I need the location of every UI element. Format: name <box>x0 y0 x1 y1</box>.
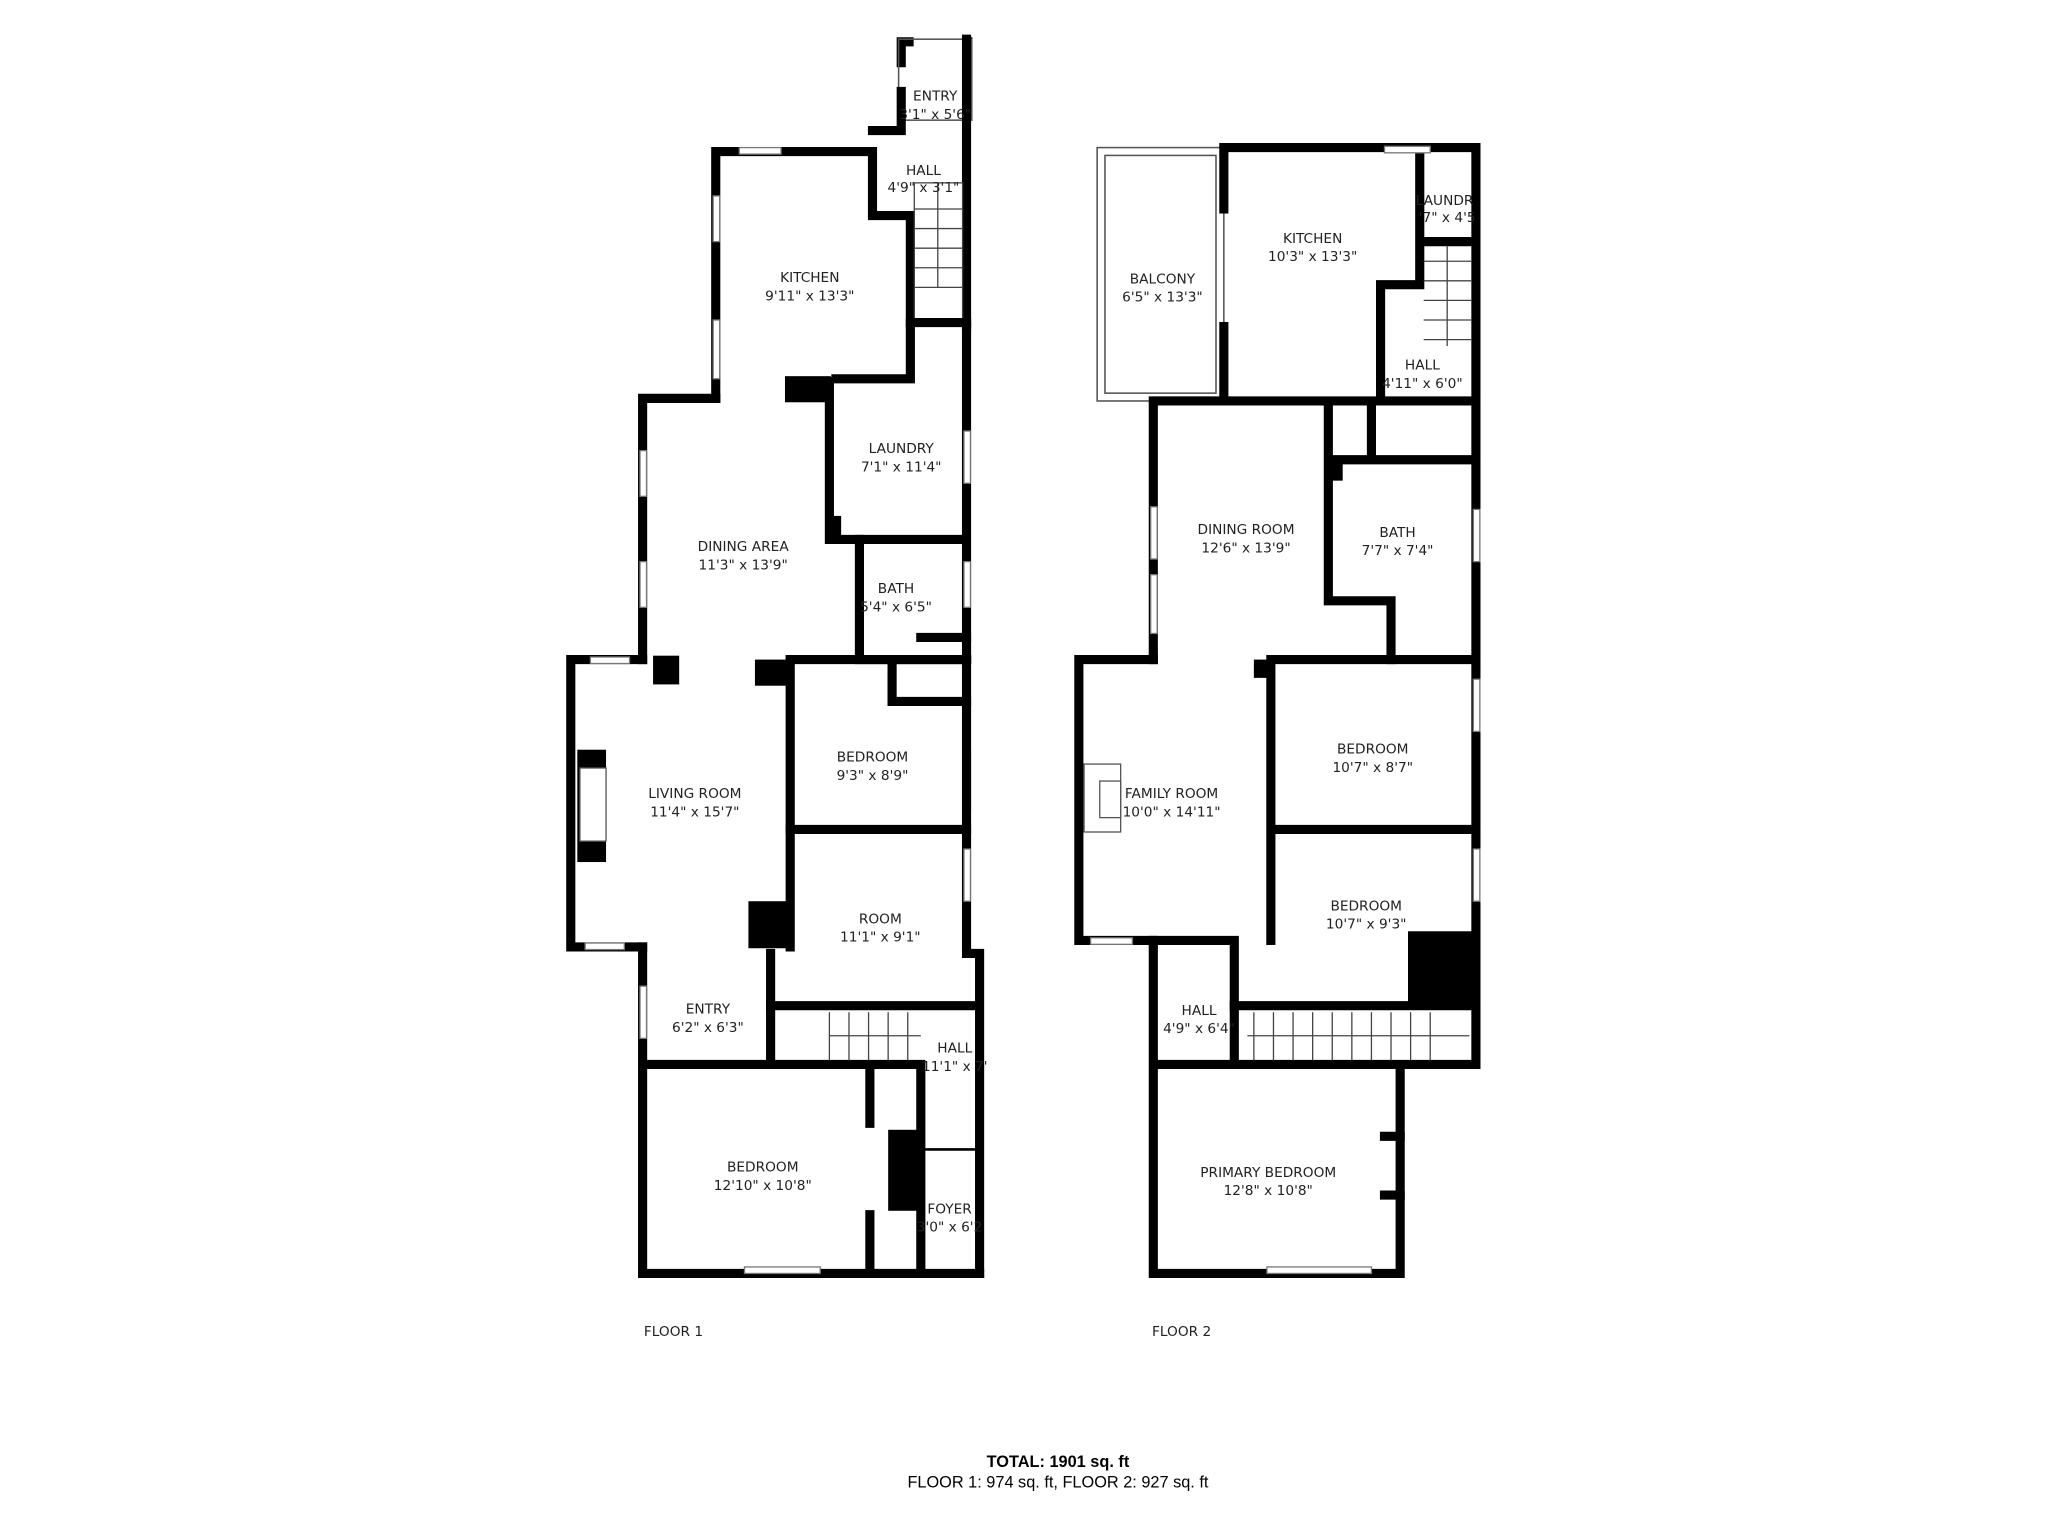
room-name: LAUNDR <box>1416 193 1474 209</box>
room-dims: 11'1" x 7' <box>922 1059 988 1075</box>
floor-1-plan <box>566 34 985 1279</box>
wall <box>867 34 972 332</box>
wall <box>896 37 973 68</box>
room-dims: 9'3" x 8'9" <box>837 768 909 784</box>
room-dims: 6'5" x 13'3" <box>1122 290 1203 306</box>
floor-2-label: FLOOR 2 <box>1152 1324 1211 1340</box>
room-name: FOYER <box>927 1201 972 1217</box>
room-name: LAUNDRY <box>869 441 935 457</box>
room-dims: '7" x 4'5 <box>1419 210 1476 226</box>
wall <box>1379 1131 1405 1200</box>
room-dims: 11'3" x 13'9" <box>699 557 788 573</box>
room-dims: 4'11" x 6'0" <box>1382 376 1463 392</box>
room-dims: 3'0" x 6'2 <box>917 1220 983 1236</box>
room-name: LIVING ROOM <box>648 786 741 802</box>
wall <box>638 393 721 665</box>
room-name: BEDROOM <box>727 1160 799 1176</box>
wall <box>1148 935 1481 1279</box>
floor-areas: FLOOR 1: 974 sq. ft, FLOOR 2: 927 sq. ft <box>907 1474 1208 1492</box>
room-name: BATH <box>878 581 914 597</box>
room-name: ENTRY <box>913 89 958 105</box>
floor-2-labels: BALCONY 6'5" x 13'3" KITCHEN 10'3" x 13'… <box>1122 193 1475 1340</box>
wall <box>638 942 985 1279</box>
wall <box>785 655 972 834</box>
wall <box>711 146 915 403</box>
wall <box>766 655 985 1279</box>
room-dims: 12'10" x 10'8" <box>714 1178 812 1194</box>
room-dims: 4'9" x 6'4" <box>1163 1021 1235 1037</box>
room-name: HALL <box>937 1041 972 1057</box>
total-area: TOTAL: 1901 sq. ft <box>987 1453 1130 1471</box>
room-name: BEDROOM <box>1330 898 1402 914</box>
room-dims: 11'4" x 15'7" <box>650 804 739 820</box>
room-dims: 7'1" x 11'4" <box>861 460 942 476</box>
room-dims: 11'1" x 9'1" <box>840 930 921 946</box>
room-name: DINING AREA <box>698 539 790 555</box>
room-name: HALL <box>906 163 941 179</box>
room-dims: 9'11" x 13'3" <box>765 288 854 304</box>
wall <box>1074 655 1481 1070</box>
room-name: ROOM <box>859 911 902 927</box>
room-name: KITCHEN <box>780 270 839 286</box>
floor-2-plan <box>1074 143 1481 1279</box>
room-dims: 12'8" x 10'8" <box>1224 1183 1313 1199</box>
room-name: KITCHEN <box>1283 231 1342 247</box>
room-dims: 6'2" x 6'3" <box>672 1020 744 1036</box>
room-dims: 7'7" x 7'4" <box>1362 543 1434 559</box>
room-name: PRIMARY BEDROOM <box>1200 1165 1336 1181</box>
room-name: BEDROOM <box>1337 742 1409 758</box>
room-dims: 3'1" x 5'6" <box>899 107 971 123</box>
room-name: BEDROOM <box>837 749 909 765</box>
room-name: BATH <box>1379 525 1415 541</box>
area-summary: TOTAL: 1901 sq. ft FLOOR 1: 974 sq. ft, … <box>907 1453 1208 1492</box>
room-name: DINING ROOM <box>1198 522 1295 538</box>
room-name: ENTRY <box>686 1002 731 1018</box>
room-name: HALL <box>1182 1003 1217 1019</box>
room-dims: 4'9" x 3'1" <box>888 180 960 196</box>
room-name: FAMILY ROOM <box>1125 786 1218 802</box>
room-name: HALL <box>1405 358 1440 374</box>
room-dims: 10'0" x 14'11" <box>1123 804 1221 820</box>
room-dims: 10'7" x 9'3" <box>1326 917 1407 933</box>
room-dims: 5'4" x 6'5" <box>860 599 932 615</box>
wall <box>1219 143 1481 1070</box>
room-dims: 12'6" x 13'9" <box>1201 540 1290 556</box>
room-name: BALCONY <box>1130 271 1196 287</box>
floor-1-labels: ENTRY 3'1" x 5'6" HALL 4'9" x 3'1" KITCH… <box>644 89 988 1341</box>
floor-1-label: FLOOR 1 <box>644 1324 703 1340</box>
room-dims: 10'7" x 8'7" <box>1332 760 1413 776</box>
room-dims: 10'3" x 13'3" <box>1268 249 1357 265</box>
